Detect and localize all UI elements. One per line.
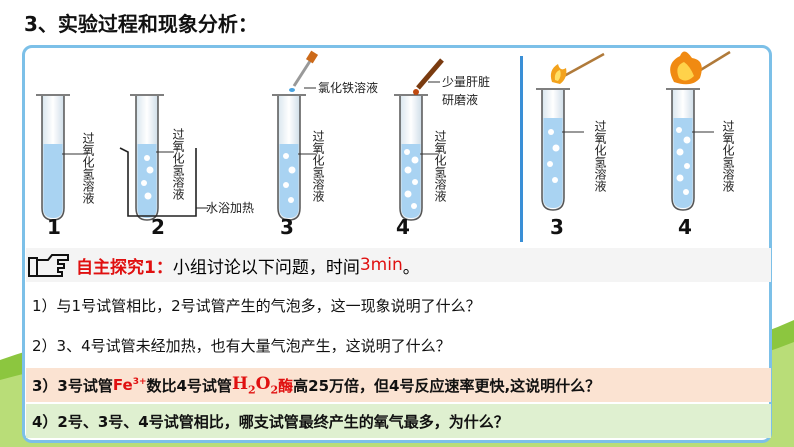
test-tube-3 <box>272 94 316 221</box>
label-h2o2-tube-1: 过氧化氢溶液 <box>81 132 95 204</box>
label-water-bath: 水浴加热 <box>206 201 254 215</box>
test-tube-4 <box>394 94 438 221</box>
question-1-text: 1）与1号试管相比，2号试管产生的气泡多，这一现象说明了什么？ <box>32 296 481 315</box>
label-h2o2-tube-2: 过氧化氢溶液 <box>171 128 185 200</box>
tube-number: 4 <box>678 215 692 238</box>
slide-title: 3、实验过程和现象分析： <box>24 12 258 36</box>
label-liver-2: 研磨液 <box>442 92 478 107</box>
tube-number: 3 <box>550 215 564 238</box>
question-2-text: 2）3、4号试管未经加热，也有大量气泡产生，这说明了什么？ <box>32 336 451 355</box>
label-h2o2-tube-4: 过氧化氢溶液 <box>433 130 447 202</box>
dropper-liver <box>413 58 444 95</box>
test-tube-4-splint <box>666 50 731 211</box>
question-3-enzyme: 酶 <box>278 376 294 395</box>
vertical-divider <box>520 56 523 242</box>
label-liver: 少量肝脏 <box>442 74 490 89</box>
heading-time: 3min <box>359 255 403 275</box>
question-1: 1）与1号试管相比，2号试管产生的气泡多，这一现象说明了什么？ <box>26 290 771 320</box>
question-4: 4）2号、3号、4号试管相比，哪支试管最终产生的氧气最多，为什么？ <box>26 404 771 438</box>
label-fecl3: 氯化铁溶液 <box>318 80 378 95</box>
heading-text: 小组讨论以下问题，时间 <box>172 257 360 278</box>
question-2: 2）3、4号试管未经加热，也有大量气泡产生，这说明了什么？ <box>26 330 771 360</box>
heading-suffix: 。 <box>402 257 420 278</box>
question-4-text: 4）2号、3号、4号试管相比，哪支试管最终产生的氧气最多，为什么？ <box>32 412 509 431</box>
question-3-part-b: 数比4号试管 <box>146 376 232 395</box>
test-tube-1 <box>36 94 86 221</box>
exploration-heading: 自主探究1： 小组讨论以下问题，时间 3min 。 <box>26 248 771 282</box>
water-bath-beaker <box>119 147 208 217</box>
question-3: 3）3号试管 Fe3+ 数比4号试管 H2O2 酶 高25万倍，但4号反应速率更… <box>26 368 771 402</box>
question-3-part-a: 3）3号试管 <box>32 376 113 395</box>
experiment-illustration: 过氧化氢溶液 过氧化氢溶液 过氧化氢溶液 过氧化氢溶液 过氧化氢溶液 过氧化氢溶… <box>24 48 770 238</box>
label-h2o2-tube-3: 过氧化氢溶液 <box>311 130 325 202</box>
tube-number: 4 <box>396 215 410 238</box>
test-tube-3-splint <box>536 52 605 211</box>
tube-number: 2 <box>151 215 165 238</box>
question-3-part-c: 高25万倍，但4号反应速率更快,这说明什么？ <box>293 376 601 395</box>
dropper-fecl3 <box>289 50 319 92</box>
test-tube-2 <box>130 94 174 221</box>
pointing-hand-icon <box>28 254 69 277</box>
question-3-fe: Fe3+ <box>112 376 147 394</box>
label-h2o2-tube-4-splint: 过氧化氢溶液 <box>721 120 735 192</box>
heading-prefix: 自主探究1： <box>76 257 173 278</box>
label-h2o2-tube-3-splint: 过氧化氢溶液 <box>593 120 607 192</box>
tube-number: 3 <box>280 215 294 238</box>
question-3-h2o2: H2O2 <box>231 373 279 397</box>
tube-number: 1 <box>47 215 61 238</box>
